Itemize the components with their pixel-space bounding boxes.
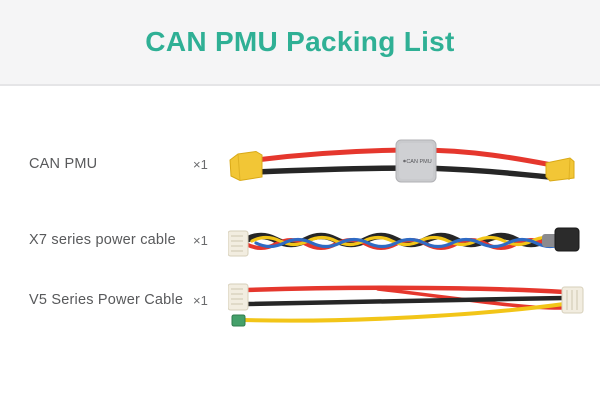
item-label-v5-cable: V5 Series Power Cable <box>29 292 184 308</box>
red-wire <box>243 285 567 295</box>
pmu-module: CAN PMU <box>395 139 437 183</box>
cable-sleeve <box>542 234 558 247</box>
xt60-connector-right <box>545 157 575 182</box>
jst-connector-left <box>227 230 249 257</box>
black-wire <box>243 295 567 307</box>
blue-wire <box>254 237 566 249</box>
item-label-x7-cable: X7 series power cable <box>29 232 176 248</box>
header: CAN PMU Packing List <box>0 0 600 86</box>
v5-cable-drawing <box>227 283 584 327</box>
item-quantity-can-pmu: ×1 <box>193 157 208 172</box>
packing-item-v5-power-cable: V5 Series Power Cable ×1 <box>0 276 600 336</box>
item-quantity-v5-cable: ×1 <box>193 293 208 308</box>
item-label-can-pmu: CAN PMU <box>29 156 98 172</box>
yellow-wire <box>241 302 566 323</box>
x7-cable-drawing <box>227 227 580 257</box>
green-connector-left <box>231 314 246 327</box>
packing-item-can-pmu: CAN PMU ×1 CAN PMU <box>0 137 600 189</box>
pmu-module-label: CAN PMU <box>406 159 431 165</box>
black-connector-right <box>554 227 580 252</box>
pmu-led-dot <box>403 159 406 163</box>
jst-connector-left <box>227 283 249 311</box>
page-title: CAN PMU Packing List <box>145 26 455 57</box>
x7-series-power-cable-photo <box>227 224 580 273</box>
v5-series-power-cable-photo <box>227 278 584 339</box>
can-pmu-cable-drawing: CAN PMU <box>229 139 575 183</box>
packing-item-x7-power-cable: X7 series power cable ×1 <box>0 222 600 270</box>
can-pmu-cable-photo: CAN PMU <box>228 138 578 193</box>
xt60-connector-left <box>229 150 263 182</box>
jst-connector-right <box>561 286 584 314</box>
item-quantity-x7-cable: ×1 <box>193 233 208 248</box>
